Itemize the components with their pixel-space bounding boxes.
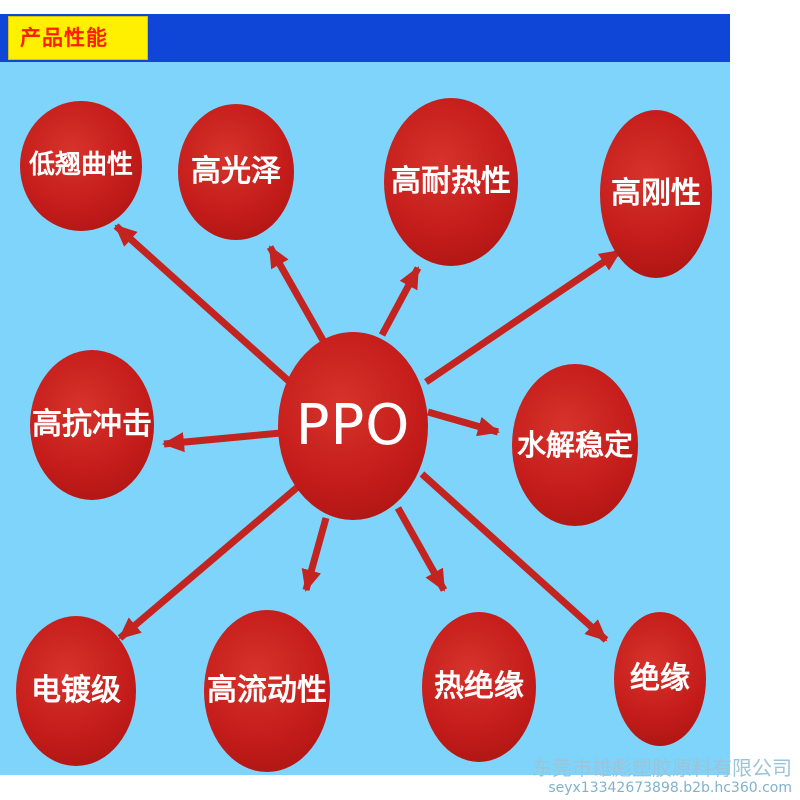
footer-url: seyx13342673898.b2b.hc360.com: [548, 780, 792, 796]
company-watermark: 东莞市雄彪塑胶原料有限公司: [532, 756, 792, 780]
arrow-impact: [162, 429, 282, 453]
arrow-thermal-insulation: [394, 506, 448, 592]
node-low-warpage: 低翘曲性: [20, 101, 142, 231]
arrow-high-gloss: [266, 245, 328, 344]
arrow-insulation: [419, 471, 609, 643]
arrow-high-flow: [301, 517, 330, 592]
node-plating-grade: 电镀级: [16, 616, 136, 766]
arrow-hydrolysis: [427, 408, 500, 437]
node-insulation: 绝缘: [614, 612, 706, 746]
node-high-flowability: 高流动性: [204, 610, 330, 772]
node-high-impact-resistance: 高抗冲击: [30, 350, 154, 500]
node-high-gloss: 高光泽: [178, 104, 294, 240]
arrow-high-rigidity: [424, 248, 622, 385]
header-title: 产品性能: [20, 26, 108, 50]
node-thermal-insulation: 热绝缘: [422, 612, 536, 762]
arrow-plating: [117, 482, 303, 641]
header-tab[interactable]: [8, 16, 148, 60]
node-hydrolysis-stability: 水解稳定: [512, 364, 638, 526]
arrows: [113, 223, 622, 643]
node-high-rigidity: 高刚性: [600, 110, 712, 278]
arrow-high-heat: [378, 266, 422, 337]
node-high-heat-resistance: 高耐热性: [384, 98, 518, 266]
node-ppo-center: PPO: [278, 332, 428, 520]
arrow-low-warpage: [113, 223, 295, 387]
